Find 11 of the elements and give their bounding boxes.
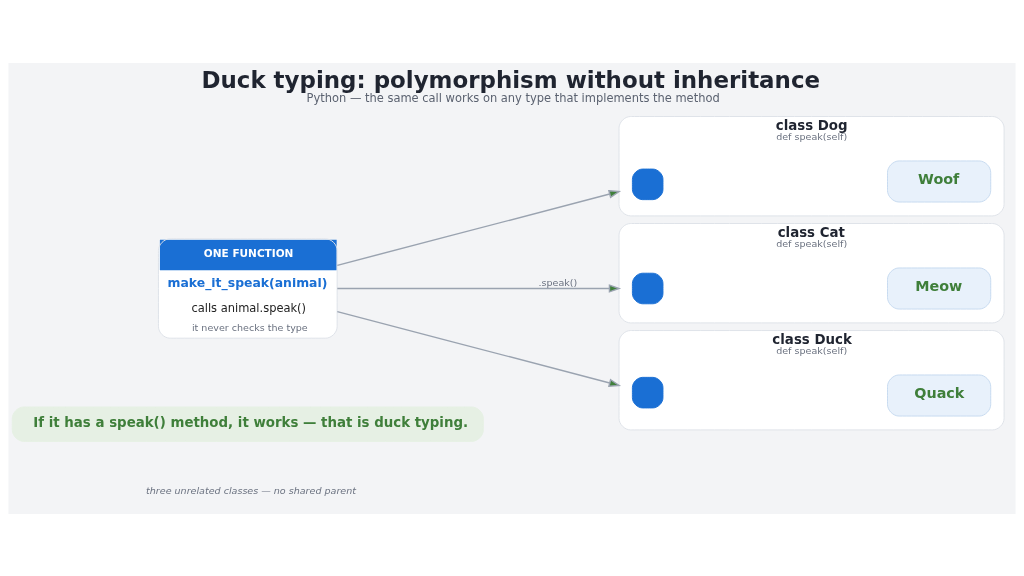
node-box: Woof (887, 159, 992, 202)
arrow (336, 283, 622, 293)
arrow (336, 310, 622, 387)
node-box (631, 168, 664, 200)
arrow (336, 189, 622, 266)
node-box (631, 376, 664, 408)
node-box: Meow (887, 266, 992, 310)
node-box (631, 272, 664, 304)
edge-label: .speak() (538, 276, 578, 288)
node-box: Quack (887, 374, 992, 417)
label: three unrelated classes — no shared parent (146, 484, 357, 496)
